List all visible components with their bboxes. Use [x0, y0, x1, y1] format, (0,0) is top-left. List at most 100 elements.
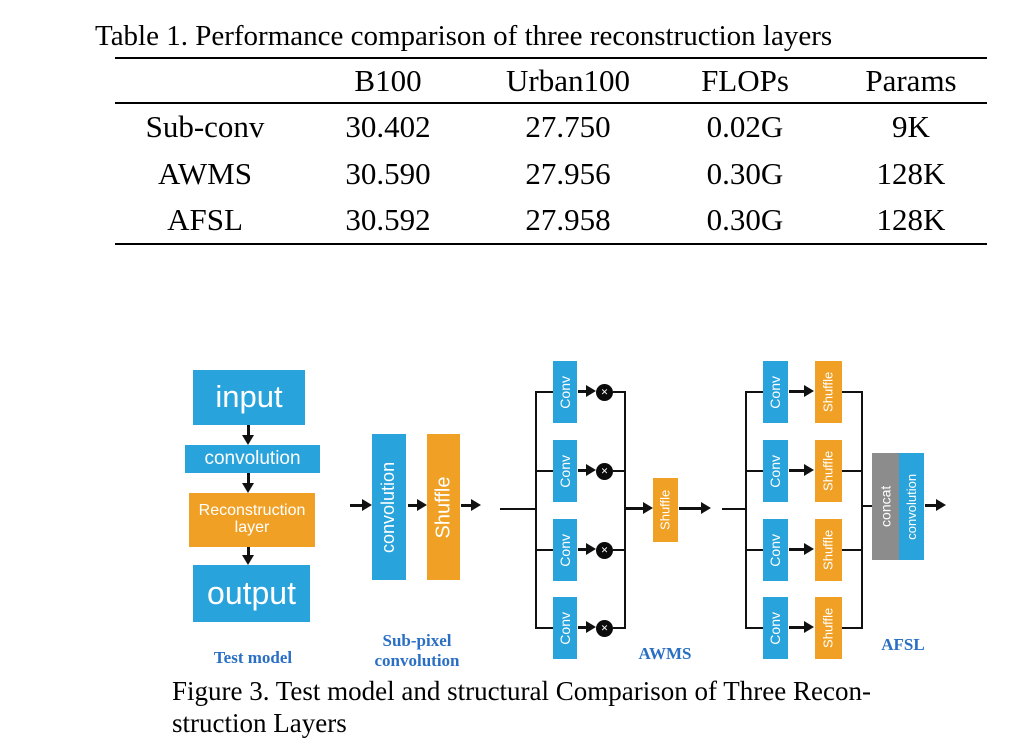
cell-params: 128K: [876, 202, 946, 237]
multiply-glyph: ✕: [600, 623, 609, 633]
right-arrow: [626, 502, 653, 514]
right-arrow: [679, 502, 711, 514]
row-label: AFSL: [167, 202, 243, 237]
performance-table: B100 Urban100 FLOPs Params Sub-conv 30.4…: [115, 57, 987, 245]
down-arrow: [242, 473, 254, 493]
afsl-convolution-label: convolution: [903, 473, 919, 540]
awms-shuffle-label: Shuffle: [657, 489, 673, 531]
connector-line: [842, 470, 862, 472]
connector-line: [842, 549, 862, 551]
connector-line: [747, 470, 763, 472]
output-box: output: [193, 565, 310, 622]
down-arrow: [242, 547, 254, 565]
cell-params: 9K: [892, 109, 930, 144]
reconstruction-layer-line2: layer: [234, 519, 270, 536]
col-header-b100: B100: [354, 62, 422, 98]
right-arrow: [578, 621, 596, 633]
connector-line: [842, 391, 862, 393]
multiply-icon: ✕: [596, 463, 613, 480]
awms-conv-label: Conv: [556, 611, 573, 645]
cell-flops: 0.02G: [706, 109, 784, 144]
right-arrow: [578, 464, 596, 476]
awms-shuffle-box: Shuffle: [653, 478, 678, 542]
awms-conv-box: Conv: [553, 361, 577, 423]
row-label: AWMS: [158, 155, 252, 191]
subpixel-label-line2: convolution: [374, 651, 460, 670]
afsl-conv-box: Conv: [763, 597, 788, 659]
afsl-conv-box: Conv: [763, 361, 788, 423]
awms-label: AWMS: [638, 644, 692, 663]
afsl-shuffle-label: Shuffle: [820, 371, 836, 413]
split-line: [745, 391, 747, 629]
figure-caption-line1: Figure 3. Test model and structural Comp…: [172, 676, 871, 706]
cell-b100: 30.592: [345, 202, 431, 237]
col-header-flops: FLOPs: [701, 62, 789, 98]
right-arrow: [350, 499, 372, 511]
cell-params: 128K: [876, 155, 946, 191]
cell-urban100: 27.750: [525, 109, 611, 144]
cell-urban100: 27.958: [525, 202, 611, 237]
convolution-box: convolution: [185, 445, 320, 473]
afsl-shuffle-label: Shuffle: [820, 450, 836, 492]
awms-conv-box: Conv: [553, 440, 577, 502]
multiply-icon: ✕: [596, 384, 613, 401]
multiply-icon: ✕: [596, 542, 613, 559]
cell-flops: 0.30G: [706, 155, 784, 191]
figure-caption-line2: struction Layers: [172, 708, 347, 738]
afsl-label: AFSL: [881, 635, 925, 654]
right-arrow: [789, 385, 814, 397]
reconstruction-layer-line1: Reconstruction: [198, 502, 306, 520]
connector-line: [537, 470, 553, 472]
connector-line: [747, 627, 763, 629]
right-arrow: [789, 621, 814, 633]
afsl-conv-label: Conv: [767, 611, 784, 645]
connector-line: [842, 627, 862, 629]
subpixel-shuffle-box: Shuffle: [427, 434, 460, 580]
right-arrow: [461, 499, 481, 511]
multiply-glyph: ✕: [600, 466, 609, 476]
awms-conv-label: Conv: [556, 454, 573, 488]
table-row: AFSL 30.592 27.958 0.30G 128K: [115, 197, 987, 244]
cell-urban100: 27.956: [525, 155, 611, 191]
connector-line: [613, 549, 626, 551]
afsl-conv-label: Conv: [767, 375, 784, 409]
awms-conv-box: Conv: [553, 597, 577, 659]
subpixel-shuffle-label: Shuffle: [432, 476, 454, 538]
cell-b100: 30.402: [345, 109, 431, 144]
cell-flops: 0.30G: [706, 202, 784, 237]
input-box: input: [193, 370, 305, 425]
multiply-icon: ✕: [596, 620, 613, 637]
connector-line: [613, 627, 626, 629]
connector-line: [863, 505, 872, 507]
cell-b100: 30.590: [345, 155, 431, 191]
awms-conv-box: Conv: [553, 519, 577, 581]
merge-line: [861, 391, 863, 629]
awms-conv-label: Conv: [556, 375, 573, 409]
multiply-glyph: ✕: [600, 387, 609, 397]
afsl-shuffle-box: Shuffle: [815, 597, 842, 659]
convolution-box-label: convolution: [204, 448, 301, 470]
awms-conv-label: Conv: [556, 533, 573, 567]
afsl-conv-label: Conv: [767, 533, 784, 567]
right-arrow: [578, 385, 596, 397]
table-header-row: B100 Urban100 FLOPs Params: [115, 58, 987, 103]
col-header-params: Params: [865, 62, 957, 98]
table-title: Table 1. Performance comparison of three…: [95, 20, 833, 52]
connector-line: [613, 391, 626, 393]
right-arrow: [789, 464, 814, 476]
afsl-shuffle-label: Shuffle: [820, 529, 836, 571]
down-arrow: [242, 425, 254, 445]
multiply-glyph: ✕: [600, 545, 609, 555]
table-row: AWMS 30.590 27.956 0.30G 128K: [115, 150, 987, 197]
input-box-label: input: [215, 379, 283, 415]
test-model-label: Test model: [213, 648, 293, 667]
connector-line: [537, 391, 553, 393]
afsl-shuffle-box: Shuffle: [815, 519, 842, 581]
table-row: Sub-conv 30.402 27.750 0.02G 9K: [115, 103, 987, 150]
subpixel-convolution-box: convolution: [372, 434, 406, 580]
connector-line: [500, 508, 537, 510]
split-line: [535, 391, 537, 629]
afsl-shuffle-box: Shuffle: [815, 440, 842, 502]
merge-line: [624, 391, 626, 629]
